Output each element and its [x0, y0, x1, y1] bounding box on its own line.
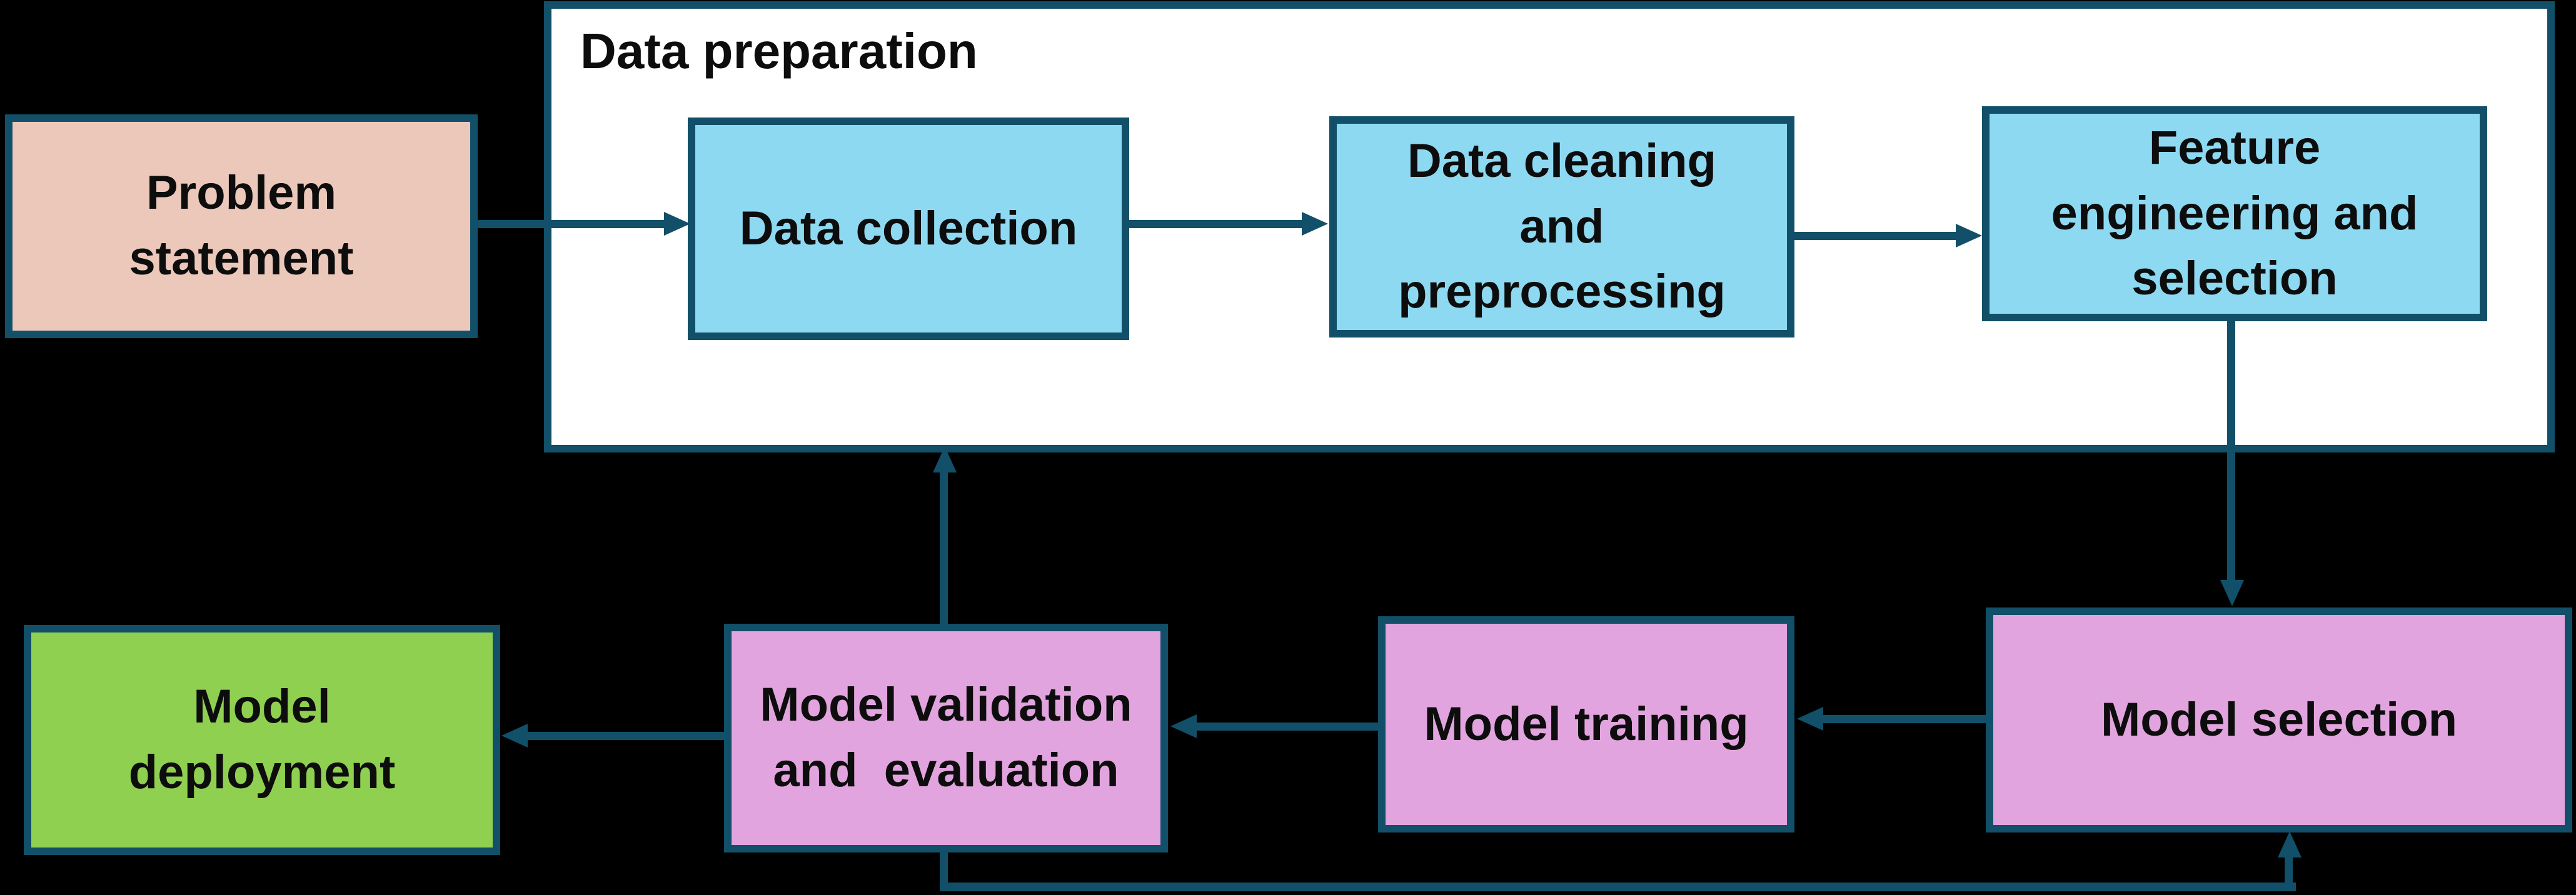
arrow-training-to-validation-line	[1195, 722, 1378, 731]
arrow-selection-to-training-line	[1822, 715, 1986, 723]
node-model-deployment-label: Model deployment	[128, 680, 396, 799]
arrow-validation-to-dataprep-head	[933, 446, 957, 472]
arrow-validation-to-dataprep-line	[940, 470, 948, 625]
arrow-problem-to-collection-line	[478, 220, 667, 228]
arrow-validation-to-deployment-head	[501, 724, 528, 748]
arrow-training-to-validation-head	[1170, 714, 1197, 738]
arrow-collection-to-cleaning-head	[1302, 212, 1328, 236]
data-preparation-title: Data preparation	[580, 23, 978, 79]
feedback-validation-to-selection-down-line	[940, 852, 948, 885]
feedback-validation-to-selection-bottom-line	[940, 882, 2296, 891]
node-data-collection: Data collection	[688, 118, 1129, 340]
arrow-feature-to-selection-head	[2220, 580, 2244, 606]
node-problem-statement: Problem statement	[5, 114, 478, 338]
node-feature-engineering-selection: Feature engineering and selection	[1982, 106, 2487, 321]
node-model-selection-label: Model selection	[2100, 692, 2458, 746]
feedback-validation-to-selection-up-line	[2285, 856, 2293, 885]
arrow-cleaning-to-feature-head	[1956, 224, 1982, 248]
node-problem-statement-label: Problem statement	[129, 166, 354, 285]
arrow-problem-to-collection-head	[664, 212, 690, 236]
arrow-collection-to-cleaning-line	[1129, 220, 1304, 228]
node-model-training-label: Model training	[1424, 697, 1749, 751]
arrow-feature-to-selection-line	[2227, 321, 2235, 581]
arrow-selection-to-training-head	[1797, 707, 1823, 731]
node-data-cleaning-preprocessing: Data cleaning and preprocessing	[1329, 116, 1794, 338]
node-feature-engineering-selection-label: Feature engineering and selection	[2051, 121, 2418, 306]
node-data-collection-label: Data collection	[739, 201, 1078, 255]
arrow-validation-to-deployment-line	[526, 732, 724, 740]
arrow-cleaning-to-feature-line	[1794, 232, 1958, 240]
node-model-validation-evaluation-label: Model validation and evaluation	[760, 678, 1132, 797]
node-model-deployment: Model deployment	[24, 625, 500, 855]
node-model-validation-evaluation: Model validation and evaluation	[724, 624, 1168, 852]
node-data-cleaning-preprocessing-label: Data cleaning and preprocessing	[1398, 134, 1726, 319]
node-model-selection: Model selection	[1986, 608, 2572, 832]
node-model-training: Model training	[1378, 616, 1794, 832]
feedback-validation-to-selection-head	[2278, 831, 2302, 858]
